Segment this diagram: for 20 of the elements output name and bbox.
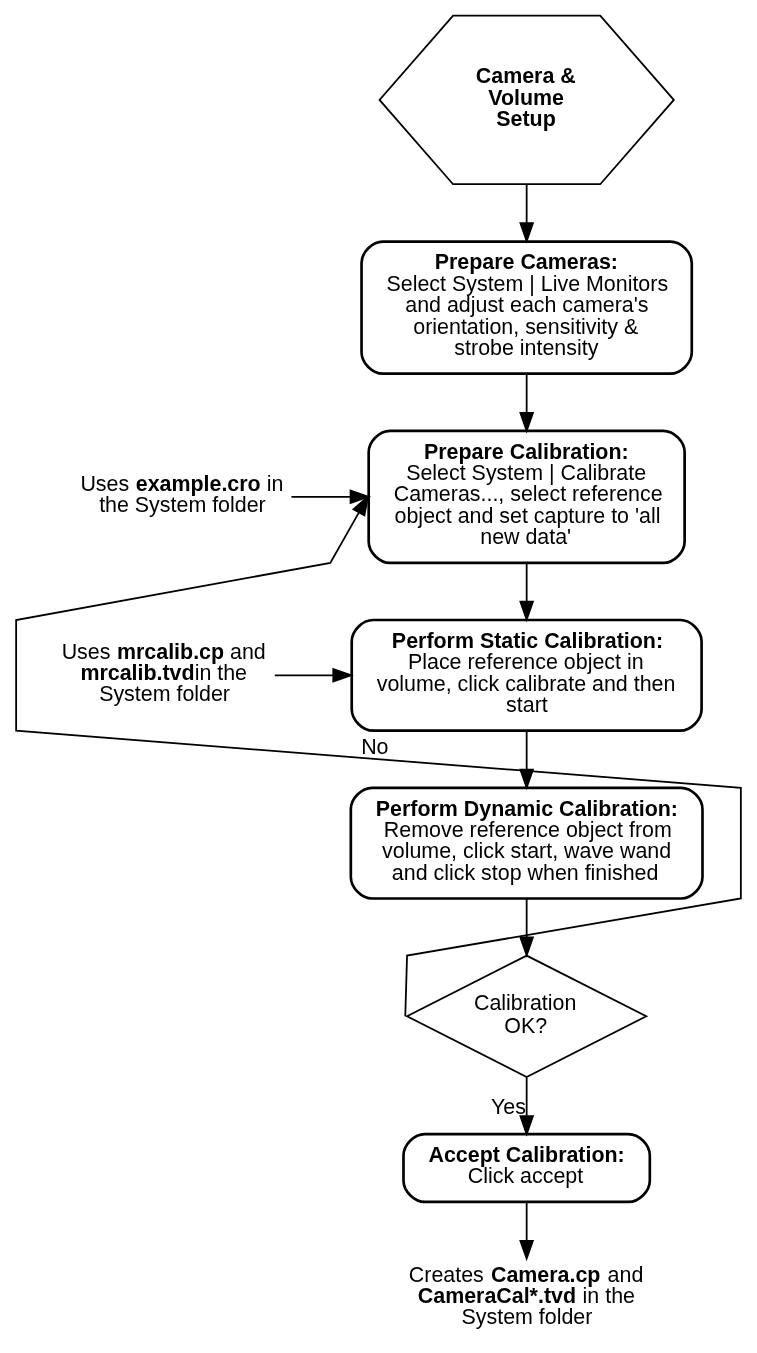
node-box: Prepare Cameras: Select System | Live Monitors and adjust each camera's orientation, sensitivity & strobe intensity xyxy=(360,240,694,375)
arrow xyxy=(519,183,535,244)
arrow xyxy=(519,562,535,623)
node-text: Uses mrcalib.cp and mrcalib.tvdin the System folder xyxy=(61,639,266,707)
arrow xyxy=(519,897,535,959)
arrow xyxy=(519,372,535,434)
node-diamond: Calibration OK? xyxy=(405,954,649,1078)
arrow xyxy=(15,494,742,1018)
node-box: Accept Calibration: Click accept xyxy=(402,1132,652,1204)
node-box: Perform Dynamic Calibration: Remove reference object from volume, click start, wave wand and click stop when finished xyxy=(349,786,704,900)
arrow xyxy=(273,667,354,683)
arrow xyxy=(290,489,372,505)
edge-label: No xyxy=(361,735,389,760)
edge-label: Yes xyxy=(490,1094,526,1119)
arrow xyxy=(519,1076,535,1137)
node-box: Prepare Calibration: Select System | Calibrate Cameras..., select reference object and set capture to 'all new data' xyxy=(367,429,686,565)
arrow xyxy=(519,1201,535,1262)
node-text: Creates Camera.cp and CameraCal*.tvd in the System folder xyxy=(408,1262,644,1330)
node-box: Perform Static Calibration: Place reference object in volume, click calibrate and then start xyxy=(350,618,703,732)
node-text: Uses example.cro in the System folder xyxy=(80,471,284,518)
